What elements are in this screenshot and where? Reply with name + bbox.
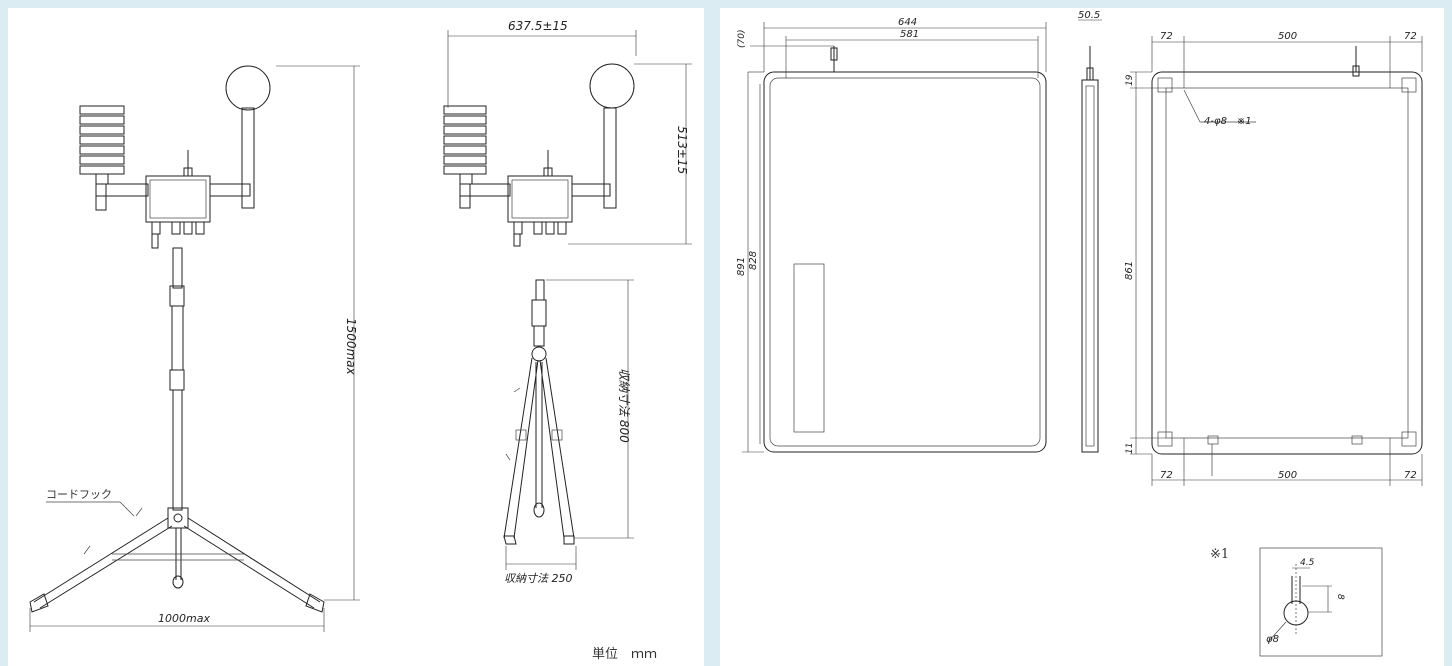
back-dimensions: 72 500 72 19 861 11 72 500 72 4-φ8 ※1 [1124, 31, 1423, 486]
folded-tripod-drawing [503, 279, 575, 545]
front-height-outer: 891 [736, 257, 747, 276]
back-margin-right-bottom: 72 [1404, 470, 1417, 481]
detail-height: 8 [1335, 594, 1345, 600]
front-width-inner: 581 [900, 29, 919, 40]
detail-width: 4.5 [1300, 558, 1315, 568]
full-stand-drawing [29, 65, 325, 613]
right-drawing-panel: 644 581 (70) 891 828 50.5 [720, 8, 1444, 666]
note-mark: ※1 [1210, 547, 1229, 562]
detail-view-drawing: 4.5 8 φ8 [1259, 547, 1383, 657]
back-margin-right-top: 72 [1404, 31, 1417, 42]
back-view-drawing [1151, 46, 1423, 476]
head-dimensions: 637.5±15 513±15 [447, 19, 692, 245]
head-drawing [443, 63, 635, 247]
antenna-height: (70) [737, 30, 747, 48]
back-margin-left-bottom: 72 [1160, 470, 1173, 481]
back-top-offset: 19 [1125, 74, 1135, 86]
unit-label: 単位 ｍｍ [592, 646, 657, 662]
dim-height-head: 513±15 [675, 126, 689, 174]
side-depth: 50.5 [1078, 10, 1100, 21]
detail-diameter: φ8 [1266, 634, 1279, 645]
back-span-top: 500 [1278, 31, 1297, 42]
dim-width-head: 637.5±15 [508, 19, 568, 33]
front-width-outer: 644 [898, 17, 917, 28]
side-dimensions: 50.5 [1078, 10, 1102, 21]
front-dimensions: 644 581 (70) 891 828 [736, 17, 1047, 453]
cord-hook-label: コードフック [46, 488, 112, 501]
back-span-bottom: 500 [1278, 470, 1297, 481]
storage-width: 収納寸法 250 [504, 572, 573, 585]
back-height: 861 [1124, 261, 1135, 280]
hole-label: 4-φ8 ※1 [1204, 116, 1252, 127]
stand-dimensions: 1500max 1000max コードフック [29, 65, 360, 632]
back-bottom-offset: 11 [1125, 443, 1135, 454]
dim-height-max: 1500max [344, 318, 358, 376]
dim-width-max: 1000max [158, 612, 210, 625]
front-height-inner: 828 [748, 251, 759, 270]
folded-dimensions: 収納寸法 800 収納寸法 250 [504, 279, 634, 585]
front-view-drawing [763, 46, 1047, 453]
side-view-drawing [1081, 46, 1099, 453]
storage-height: 収納寸法 800 [617, 368, 631, 443]
back-margin-left-top: 72 [1160, 31, 1173, 42]
left-drawing-panel: 1500max 1000max コードフック [8, 8, 704, 666]
